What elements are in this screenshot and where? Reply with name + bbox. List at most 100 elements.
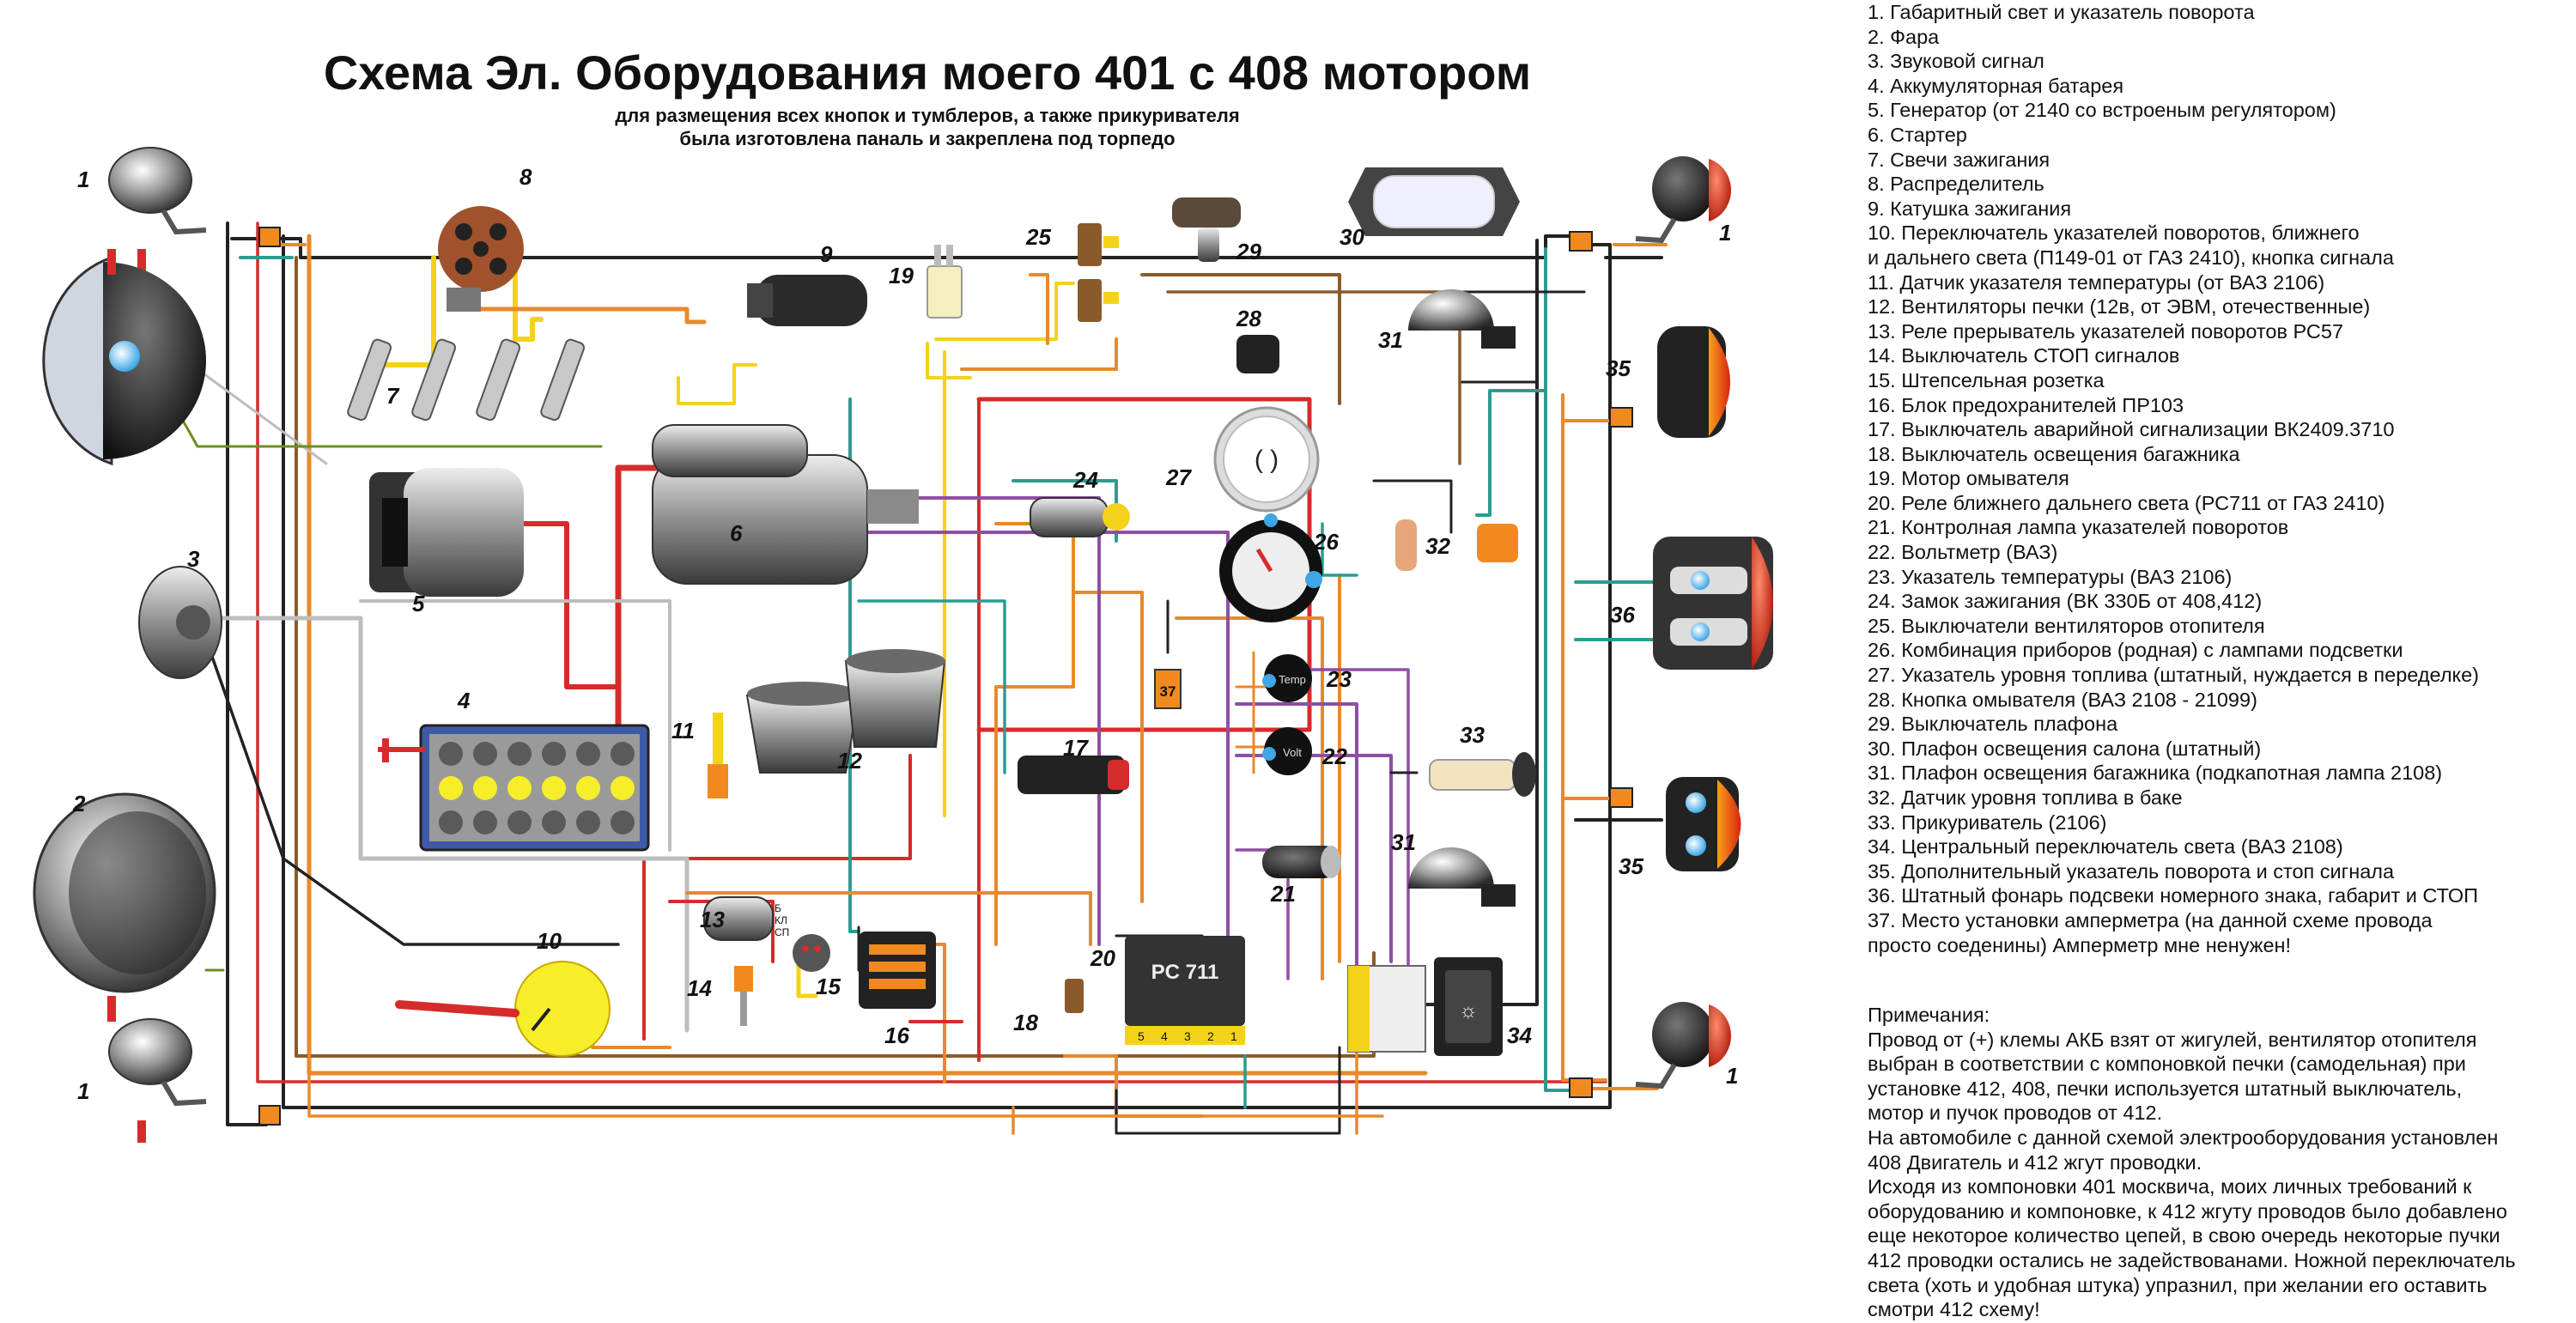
brake-light-switch [734,966,753,1026]
legend-item: 19. Мотор омывателя [1868,467,2069,490]
relay-pin-label: 3 [1184,1029,1191,1043]
battery-cap [576,742,600,766]
legend-item: 27. Указатель уровня топлива (штатный, н… [1868,664,2479,687]
notes-line: света (хоть и удобная штука) упразнил, п… [1868,1273,2488,1296]
label-9: 9 [820,241,833,267]
battery-cap [473,742,497,766]
voltmeter-label: Volt [1283,746,1302,759]
side-turn-lamp-rear-left [108,1018,207,1143]
battery-cap [507,810,532,834]
legend-item: 4. Аккумуляторная батарея [1868,74,2124,97]
label-1-rear-right: 1 [1726,1063,1738,1089]
label-28: 28 [1236,306,1261,331]
label-31-upper: 31 [1378,327,1403,353]
label-18: 18 [1013,1010,1038,1035]
spark-plugs [347,338,586,422]
turn-indicator-lamp [1262,846,1341,878]
wiring-diagram: Схема Эл. Оборудования моего 401 с 408 м… [33,46,1773,1143]
battery-cap [542,742,566,766]
battery-cap [507,742,532,766]
ignition-lock [1030,497,1130,537]
trunk-lamp-upper [1408,289,1516,349]
switch-connector-block [1347,965,1426,1053]
label-17: 17 [1063,735,1089,761]
connector [1569,231,1593,252]
side-turn-lamp-rear-right [1635,1002,1731,1089]
component-number-labels: 1 1 1 1 2 3 4 5 6 7 8 9 10 11 12 13 14 1… [72,164,1738,1104]
battery-cap [507,776,532,800]
label-33: 33 [1460,722,1485,748]
flasher-pin-kl: КЛ [775,914,787,926]
notes-heading: Примечания: [1868,1004,1990,1026]
distributor [438,206,524,312]
label-27: 27 [1165,464,1192,490]
notes-line: оборудованию и компоновке, к 412 жгуту п… [1868,1199,2507,1223]
label-21: 21 [1270,881,1296,907]
legend-item: просто соеденины) Амперметр мне ненужен! [1868,933,2292,956]
legend-item: 35. Дополнительный указатель поворота и … [1868,859,2395,883]
label-24: 24 [1072,467,1098,493]
notes-line: смотри 412 схему! [1868,1298,2040,1321]
flasher-relay: Б КЛ СП [703,896,789,941]
instrument-cluster [1219,513,1322,622]
label-23: 23 [1326,666,1352,692]
schematic-canvas: Б КЛ СП [33,147,1773,1143]
legend-item: 15. Штепсельная розетка [1868,368,2105,391]
spark-plug [540,338,586,422]
battery-cap [576,810,600,834]
label-35-upper: 35 [1606,355,1631,381]
notes-line: 412 проводки остались не задействованами… [1868,1248,2516,1271]
legend-item: 36. Штатный фонарь подсвеки номерного зн… [1868,884,2479,907]
relay-pin-label: 4 [1161,1029,1168,1043]
fuse-block [859,932,936,1009]
fuel-level-sensor [1395,519,1518,571]
label-12: 12 [837,748,862,774]
legend-item: 18. Выключатель освещения багажника [1868,442,2240,465]
trunk-light-switch [1065,979,1084,1013]
legend-item: 23. Указатель температуры (ВАЗ 2106) [1868,565,2233,588]
svg-text:☼: ☼ [1459,999,1478,1023]
ammeter-placeholder: 37 [1154,669,1182,709]
battery [378,724,650,852]
flasher-pin-b: Б [775,902,781,914]
label-19: 19 [889,263,914,288]
battery-cap [542,776,566,800]
connector [1609,407,1633,428]
legend-item: 32. Датчик уровня топлива в баке [1868,786,2183,809]
legend-item: 8. Распределитель [1868,173,2044,196]
connector [1569,1077,1593,1098]
washer-motor [927,245,963,319]
fan-switches [1078,223,1119,322]
label-15: 15 [816,974,841,999]
label-14: 14 [687,975,712,1001]
label-3: 3 [187,546,200,572]
legend-item: 37. Место установки амперметра (на данно… [1868,908,2433,932]
light-switch-central: ☼ [1434,957,1503,1056]
notes-line: На автомобиле с данной схемой электрообо… [1868,1126,2499,1149]
label-22: 22 [1321,743,1347,769]
label-16: 16 [884,1023,909,1048]
battery-cap [611,742,635,766]
column-switch [395,961,611,1057]
battery-cap [439,810,463,834]
legend-item: 13. Реле прерыватель указателей поворото… [1868,319,2344,343]
headlight-left-upper [42,249,206,466]
notes-line: выбран в соответствии с компоновкой печк… [1868,1053,2466,1076]
spark-plug [411,338,457,422]
label-8: 8 [519,164,532,190]
legend-item: 3. Звуковой сигнал [1868,50,2044,73]
legend-item: 33. Прикуриватель (2106) [1868,810,2107,834]
legend-item: 30. Плафон освещения салона (штатный) [1868,737,2262,760]
legend-item: 11. Датчик указателя температуры (от ВАЗ… [1868,270,2325,294]
legend-item: 31. Плафон освещения багажника (подкапот… [1868,762,2443,785]
legend-item: 17. Выключатель аварийной сигнализации В… [1868,418,2395,441]
alternator [369,468,524,597]
label-11: 11 [671,718,695,743]
notes: Примечания:Провод от (+) клемы АКБ взят … [1868,1003,2572,1322]
legend-item: 5. Генератор (от 2140 со встроеным регул… [1868,99,2336,122]
label-1-front-right: 1 [1719,220,1731,246]
diagram-title: Схема Эл. Оборудования моего 401 с 408 м… [323,46,1532,100]
ignition-coil [747,275,867,326]
